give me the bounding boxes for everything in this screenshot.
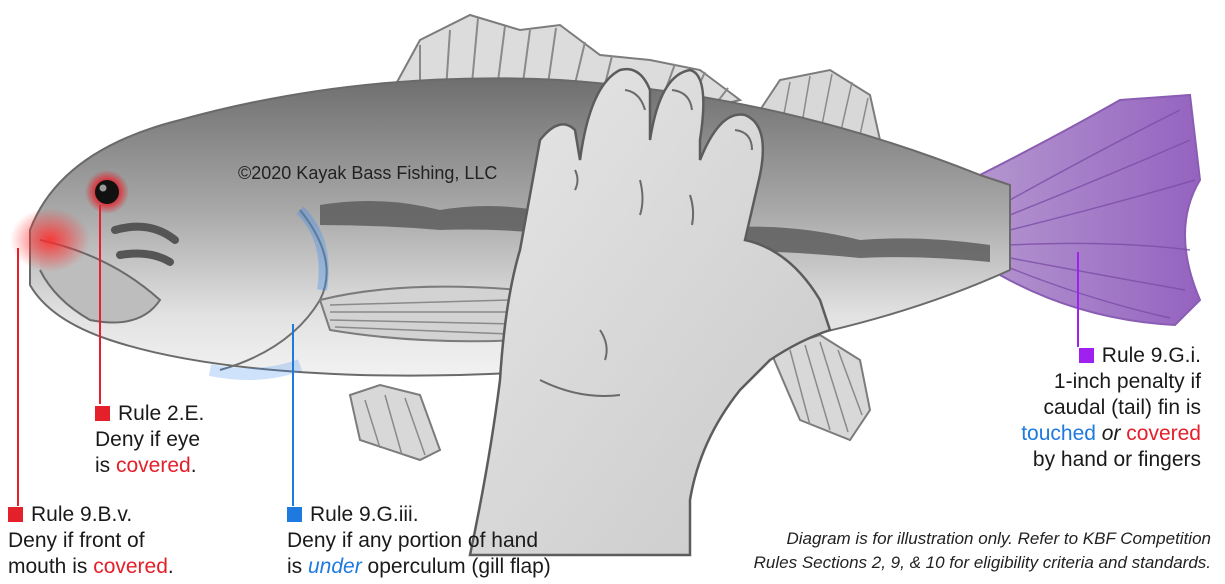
rule-text-pre: is (95, 454, 116, 477)
rule-title: Rule 2.E. (118, 402, 204, 425)
rule-text: Deny if front of (8, 528, 174, 554)
rule-text: Deny if any portion of hand (287, 528, 551, 554)
rule-text-post: . (168, 555, 174, 578)
eye (85, 170, 129, 214)
rule-title-row: Rule 9.G.i. (1021, 343, 1201, 369)
rule-text-post: operculum (gill flap) (362, 555, 551, 578)
rule-text-line4: by hand or fingers (1021, 447, 1201, 473)
rule-title: Rule 9.G.i. (1102, 344, 1201, 367)
annotation-rule-2e: Rule 2.E. Deny if eye is covered. (95, 401, 204, 479)
annotation-rule-9bv: Rule 9.B.v. Deny if front of mouth is co… (8, 502, 174, 580)
rule-text-pre: is (287, 555, 308, 578)
disclaimer-line1: Diagram is for illustration only. Refer … (754, 527, 1211, 551)
rule-text-pre: mouth is (8, 555, 93, 578)
rule-title: Rule 9.B.v. (31, 503, 132, 526)
pelvic-fin (350, 385, 440, 460)
rule-highlight-covered: covered (1126, 422, 1201, 445)
rule-text: 1-inch penalty if (1021, 369, 1201, 395)
rule-text-line2: is covered. (95, 453, 204, 479)
rule-text: Deny if eye (95, 427, 204, 453)
rule-title-row: Rule 9.B.v. (8, 502, 174, 528)
rule-text-line2: is under operculum (gill flap) (287, 554, 551, 580)
rule-text-post: . (191, 454, 197, 477)
annotation-rule-9gi: Rule 9.G.i. 1-inch penalty if caudal (ta… (1021, 343, 1201, 473)
rule-text-or: or (1096, 422, 1126, 445)
rule-title-row: Rule 2.E. (95, 401, 204, 427)
rule-title: Rule 9.G.iii. (310, 503, 419, 526)
rule-highlight: covered (93, 555, 168, 578)
mouth-highlight (10, 208, 90, 272)
rule-highlight: under (308, 555, 362, 578)
red-square-icon (8, 507, 23, 522)
rule-text-line2: caudal (tail) fin is (1021, 395, 1201, 421)
rule-highlight: covered (116, 454, 191, 477)
copyright-notice: ©2020 Kayak Bass Fishing, LLC (238, 163, 497, 184)
purple-square-icon (1079, 348, 1094, 363)
rule-title-row: Rule 9.G.iii. (287, 502, 551, 528)
disclaimer-line2: Rules Sections 2, 9, & 10 for eligibilit… (754, 551, 1211, 575)
rule-text-line2: mouth is covered. (8, 554, 174, 580)
annotation-rule-9giii: Rule 9.G.iii. Deny if any portion of han… (287, 502, 551, 580)
rule-text-line3: touched or covered (1021, 421, 1201, 447)
rule-highlight-touched: touched (1021, 422, 1096, 445)
disclaimer: Diagram is for illustration only. Refer … (754, 527, 1211, 575)
red-square-icon (95, 406, 110, 421)
blue-square-icon (287, 507, 302, 522)
